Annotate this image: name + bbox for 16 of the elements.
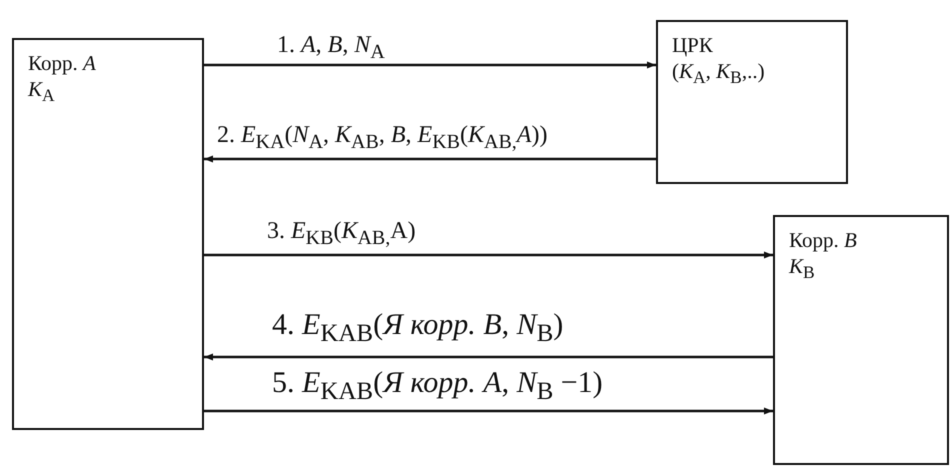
- box-text: ЦРК: [672, 32, 713, 58]
- edge-label: 3. E$_{KB}$(K$_{AB,}$A): [265, 218, 418, 249]
- edge-label: 2. E$_{KA}$(N$_{A}$, K$_{AB}$, B, E$_{KB}$(K$_{AB,}$A)): [215, 122, 550, 153]
- box-text: Корр. B: [789, 227, 857, 254]
- box-text: (K$_{A}$, K$_{B}$,..): [672, 58, 765, 90]
- participant-box: [656, 20, 848, 184]
- participant-box: [12, 38, 204, 430]
- box-text: K$_{A}$: [28, 76, 55, 108]
- message-arrow: [204, 354, 773, 360]
- message-arrow: [204, 252, 773, 258]
- message-arrow: [204, 62, 656, 68]
- message-arrow: [204, 156, 656, 162]
- box-text: K$_{B}$: [789, 253, 815, 284]
- message-arrow: [204, 408, 773, 414]
- box-text: Корр. A: [28, 50, 96, 76]
- participant-box: [773, 215, 949, 465]
